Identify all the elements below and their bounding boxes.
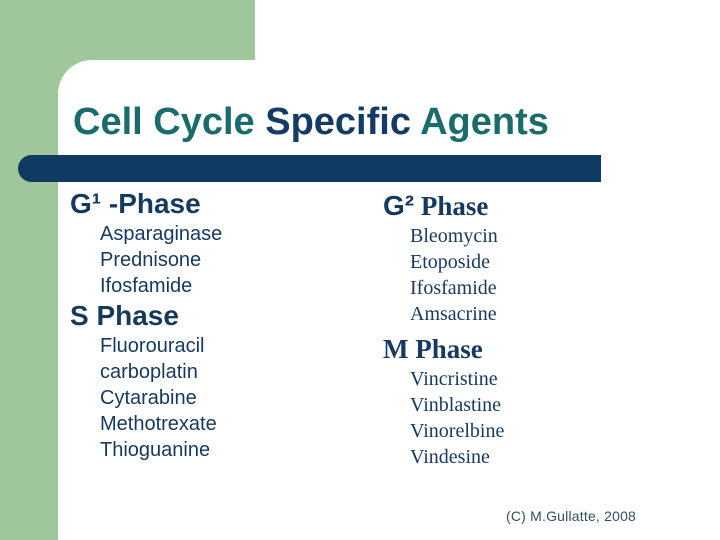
- list-item: Ifosfamide: [100, 275, 193, 297]
- list-item: Thioguanine: [100, 439, 211, 461]
- list-item: Prednisone: [100, 249, 202, 271]
- list-item: Fluorouracil: [100, 335, 205, 357]
- title-segment-specific: Specific: [265, 101, 421, 143]
- title-segment-cell-cycle: Cell Cycle: [73, 101, 266, 143]
- list-item: Vincristine: [410, 368, 498, 390]
- list-item: Vinorelbine: [410, 420, 505, 442]
- content-panel: [58, 60, 720, 540]
- list-item: Etoposide: [410, 251, 490, 273]
- list-item: Asparaginase: [100, 223, 223, 245]
- left-column: G¹ -Phase Asparaginase Prednisone Ifosfa…: [70, 187, 370, 463]
- title-divider-bar: [18, 155, 601, 182]
- g2-phase-drug-list: Bleomycin Etoposide Ifosfamide Amsacrine: [383, 223, 683, 327]
- heading-g2-rest: Phase: [414, 191, 489, 221]
- title-segment-agents: Agents: [420, 101, 549, 143]
- list-item: Bleomycin: [410, 225, 498, 247]
- heading-s-phase: S Phase: [70, 300, 179, 331]
- m-phase-drug-list: Vincristine Vinblastine Vinorelbine Vind…: [383, 366, 683, 470]
- g1-phase-drug-list: Asparaginase Prednisone Ifosfamide: [70, 221, 370, 299]
- list-item: Vinblastine: [410, 394, 502, 416]
- slide-title: Cell Cycle Specific Agents: [73, 100, 549, 144]
- list-item: Amsacrine: [410, 303, 497, 325]
- list-item: Cytarabine: [100, 387, 197, 409]
- list-item: carboplatin: [100, 361, 198, 383]
- copyright-credit: (C) M.Gullatte, 2008: [506, 508, 637, 524]
- heading-g1-phase: G¹ -Phase: [70, 188, 201, 219]
- s-phase-drug-list: Fluorouracil carboplatin Cytarabine Meth…: [70, 333, 370, 463]
- heading-g2-letter: G²: [383, 190, 415, 221]
- heading-g2-phase: G² Phase: [383, 189, 683, 223]
- list-item: Ifosfamide: [410, 277, 497, 299]
- right-column: G² Phase Bleomycin Etoposide Ifosfamide …: [383, 189, 683, 470]
- heading-m-phase: M Phase: [383, 334, 483, 364]
- list-item: Vindesine: [410, 446, 490, 468]
- list-item: Methotrexate: [100, 413, 217, 435]
